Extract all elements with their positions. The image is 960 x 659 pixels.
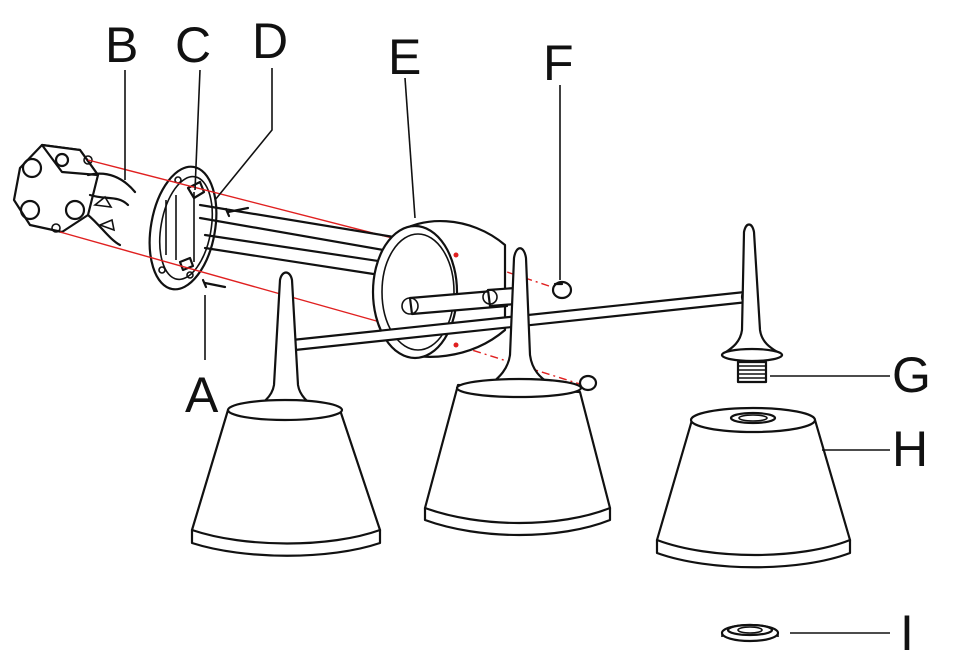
shade-left [190,271,382,557]
ring-nut [720,623,780,643]
label-c: C [175,17,211,73]
shade-middle [423,247,612,537]
cap-nut-upper [551,280,573,300]
label-d: D [252,13,288,69]
shade-right [655,406,852,569]
label-g: G [892,347,931,403]
support-rods [198,203,402,277]
label-f: F [543,35,574,91]
arm-center [401,286,518,316]
label-i: I [900,605,914,659]
cap-nut-lower [578,374,598,392]
label-a: A [185,367,219,423]
stem-right [720,223,784,384]
label-b: B [105,17,138,73]
junction-box [12,143,137,247]
leader-lines [124,68,890,634]
label-h: H [892,421,928,477]
screw-lower [201,278,227,289]
label-e: E [388,29,421,85]
